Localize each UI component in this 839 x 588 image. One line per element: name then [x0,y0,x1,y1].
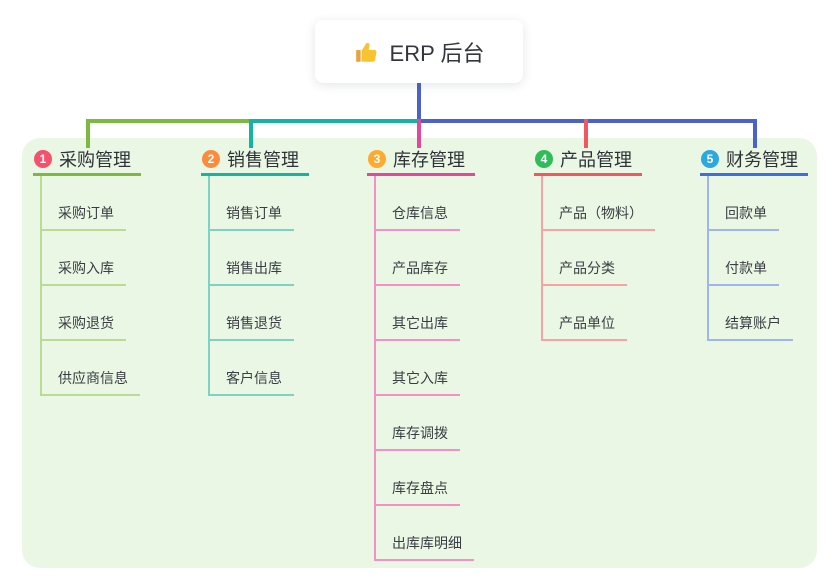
node-item[interactable]: 回款单 [709,176,779,231]
branch-title: 库存管理 [393,150,465,170]
node-item[interactable]: 销售出库 [210,231,294,286]
branch-number-badge: 2 [202,150,220,168]
node-item[interactable]: 销售订单 [210,176,294,231]
node-item[interactable]: 产品库存 [376,231,460,286]
branch-header-purchase[interactable]: 1 采购管理 [33,145,141,176]
node-item[interactable]: 库存调拨 [376,396,460,451]
node-item[interactable]: 产品（物料） [543,176,655,231]
branch-title: 财务管理 [726,150,798,170]
connector-drop-branch-2 [249,119,253,148]
node-item[interactable]: 采购入库 [42,231,126,286]
branch-number-badge: 5 [701,150,719,168]
branch-header-finance[interactable]: 5 财务管理 [700,145,808,176]
connector-drop-branch-3 [417,119,421,148]
connector-drop-branch-1 [86,119,90,148]
branch-header-product[interactable]: 4 产品管理 [534,145,642,176]
node-item[interactable]: 付款单 [709,231,779,286]
connector-bus-teal [252,119,417,123]
node-item[interactable]: 仓库信息 [376,176,460,231]
branch-product-management: 4 产品管理 产品（物料） 产品分类 产品单位 [534,145,655,341]
node-item[interactable]: 出库库明细 [376,506,474,561]
node-item[interactable]: 库存盘点 [376,451,460,506]
connector-drop-branch-5 [753,119,757,148]
branch-number-badge: 1 [34,150,52,168]
node-item[interactable]: 其它出库 [376,286,460,341]
connector-root-vertical [417,83,421,120]
branch-purchase-management: 1 采购管理 采购订单 采购入库 采购退货 供应商信息 [33,145,141,396]
branch-number-badge: 3 [368,150,386,168]
node-item[interactable]: 客户信息 [210,341,294,396]
branch-header-sales[interactable]: 2 销售管理 [201,145,309,176]
node-item[interactable]: 采购退货 [42,286,126,341]
branch-items: 采购订单 采购入库 采购退货 供应商信息 [40,176,140,396]
node-item[interactable]: 其它入库 [376,341,460,396]
root-node[interactable]: ERP 后台 [315,20,523,83]
thumbs-up-icon [354,39,380,65]
node-item[interactable]: 产品分类 [543,231,627,286]
root-node-label: ERP 后台 [389,40,485,66]
mindmap-panel [22,138,817,568]
branch-items: 销售订单 销售出库 销售退货 客户信息 [208,176,294,396]
branch-title: 产品管理 [560,150,632,170]
connector-bus-green [86,119,252,123]
branch-title: 采购管理 [59,150,131,170]
node-item[interactable]: 采购订单 [42,176,126,231]
connector-drop-branch-4 [584,119,588,148]
node-item[interactable]: 供应商信息 [42,341,140,396]
branch-items: 产品（物料） 产品分类 产品单位 [541,176,655,341]
node-item[interactable]: 产品单位 [543,286,627,341]
branch-inventory-management: 3 库存管理 仓库信息 产品库存 其它出库 其它入库 库存调拨 库存盘点 出库库… [367,145,475,561]
branch-sales-management: 2 销售管理 销售订单 销售出库 销售退货 客户信息 [201,145,309,396]
branch-header-inventory[interactable]: 3 库存管理 [367,145,475,176]
branch-finance-management: 5 财务管理 回款单 付款单 结算账户 [700,145,808,341]
branch-items: 回款单 付款单 结算账户 [707,176,793,341]
branch-items: 仓库信息 产品库存 其它出库 其它入库 库存调拨 库存盘点 出库库明细 [374,176,474,561]
branch-title: 销售管理 [227,150,299,170]
node-item[interactable]: 结算账户 [709,286,793,341]
node-item[interactable]: 销售退货 [210,286,294,341]
branch-number-badge: 4 [535,150,553,168]
